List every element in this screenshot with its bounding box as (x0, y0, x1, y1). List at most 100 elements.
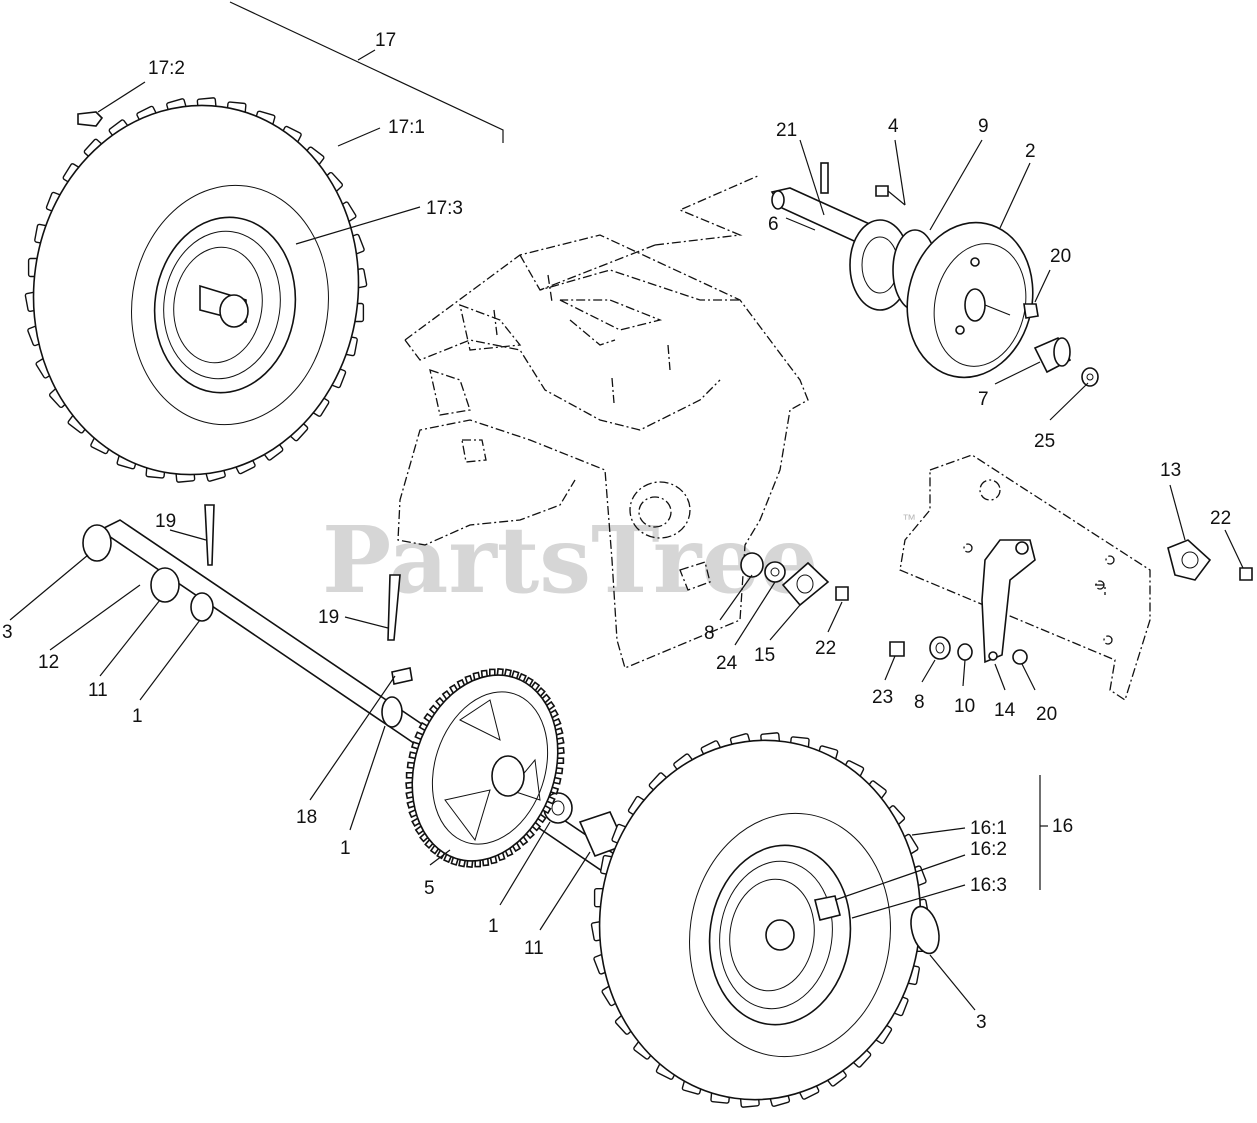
bracket-17 (229, 1, 504, 143)
callout-1-middle: 1 (340, 838, 351, 859)
drive-disc-assembly (770, 162, 1099, 387)
callout-21: 21 (776, 120, 797, 141)
callout-16-3: 16:3 (970, 875, 1007, 896)
frame-phantom (397, 174, 809, 669)
leader-15 (769, 604, 801, 641)
disc-spindle (984, 304, 1011, 316)
leader-7 (994, 361, 1041, 385)
key-18 (391, 667, 413, 685)
bolt-23 (889, 641, 905, 657)
leader-8-upper (719, 574, 753, 621)
rim-dish-16 (729, 878, 815, 992)
frame-rear-edge (519, 254, 740, 301)
plate-hole-c (1105, 555, 1115, 565)
frame-slot (559, 299, 663, 331)
callout-16-1: 16:1 (970, 818, 1007, 839)
drive-disc-face (933, 243, 1027, 367)
bearing-8-upper (740, 552, 764, 578)
leader-11-right (539, 851, 591, 931)
frame-stud-c (667, 344, 671, 371)
nut-20-upper (1023, 303, 1039, 319)
leader-11-left (99, 599, 161, 677)
nut-20-lower (1012, 649, 1028, 665)
washer-24-hole (770, 567, 780, 577)
leader-16-2 (834, 854, 966, 901)
leader-17 (357, 49, 376, 61)
callout-17-3: 17:3 (426, 198, 463, 219)
leader-14 (994, 663, 1006, 691)
bearing-plate-15 (781, 561, 830, 607)
bearing-8-lower-bore (935, 642, 945, 654)
callout-3-right: 3 (976, 1012, 987, 1033)
leader-4 (894, 139, 906, 206)
plate-slot (1095, 584, 1106, 595)
frame-top-edge (404, 339, 721, 431)
bolt-4-head (875, 185, 889, 197)
callout-1-right: 1 (488, 916, 499, 937)
bolt-4-shank (887, 190, 906, 206)
gear-5-spoke-a (459, 699, 501, 741)
leader-19-lower (344, 616, 389, 629)
callout-12: 12 (38, 652, 59, 673)
tire-sidewall-16 (689, 812, 891, 1058)
callout-9: 9 (978, 116, 989, 137)
leader-22-middle (827, 601, 843, 633)
callout-17: 17 (375, 30, 396, 51)
pinion-gear-7-face (1053, 337, 1071, 367)
roll-pin-21 (820, 162, 829, 194)
leader-19-upper (169, 529, 207, 541)
frame-shaft-phantom (654, 174, 761, 246)
side-plate-assembly (889, 454, 1253, 702)
rim-inner-16 (719, 860, 833, 1010)
frame-bearing-inner (638, 496, 672, 528)
gear-5-spoke-b (444, 789, 491, 842)
callout-11-right: 11 (524, 938, 544, 959)
callout-18: 18 (296, 807, 317, 828)
frame-opening (459, 303, 522, 351)
callout-22-middle: 22 (815, 638, 836, 659)
frame-stud-d (611, 377, 615, 404)
leader-17-1 (337, 127, 381, 147)
gear-5-body (411, 674, 559, 862)
tire-sidewall-17 (131, 184, 329, 426)
shift-lever-14 (981, 539, 1036, 664)
bolt-22-middle (835, 586, 849, 601)
hub-bore-16 (765, 919, 795, 951)
callout-3-left: 3 (2, 622, 13, 643)
plate-hole-e (1103, 635, 1113, 645)
callout-13: 13 (1160, 460, 1181, 481)
leader-25 (1049, 382, 1089, 421)
leader-1-right (499, 821, 551, 906)
callout-1-left: 1 (132, 706, 143, 727)
gear-5-hub (491, 755, 525, 797)
bolt-22-right (1239, 567, 1253, 581)
callout-7: 7 (978, 389, 989, 410)
leader-2 (999, 162, 1031, 229)
spacer-10 (957, 643, 973, 661)
hub-bore-17 (219, 294, 249, 328)
rim-dish-17 (173, 246, 263, 364)
callout-2: 2 (1025, 141, 1036, 162)
lever-14-pivot (1015, 541, 1029, 555)
washer-25 (1081, 367, 1099, 387)
rim-inner-17 (163, 230, 281, 380)
frame-side-hole (461, 439, 487, 463)
frame-slot-inner (569, 319, 616, 346)
callout-14: 14 (994, 700, 1016, 721)
leader-20-upper (1034, 269, 1051, 303)
callout-17-2: 17:2 (148, 58, 185, 79)
leader-5 (429, 849, 451, 866)
callout-8-lower: 8 (914, 692, 925, 713)
callout-6: 6 (768, 214, 779, 235)
callout-20-lower: 20 (1036, 704, 1057, 725)
leader-13 (1169, 484, 1186, 541)
leader-9 (929, 139, 983, 231)
callout-23: 23 (872, 687, 893, 708)
washer-25-hole (1086, 373, 1094, 381)
hairpin-3-left (82, 524, 112, 562)
lever-14-pin (988, 651, 998, 661)
callout-8-upper: 8 (704, 623, 715, 644)
spacer-1-middle (381, 696, 403, 728)
frame-outline (397, 234, 809, 669)
